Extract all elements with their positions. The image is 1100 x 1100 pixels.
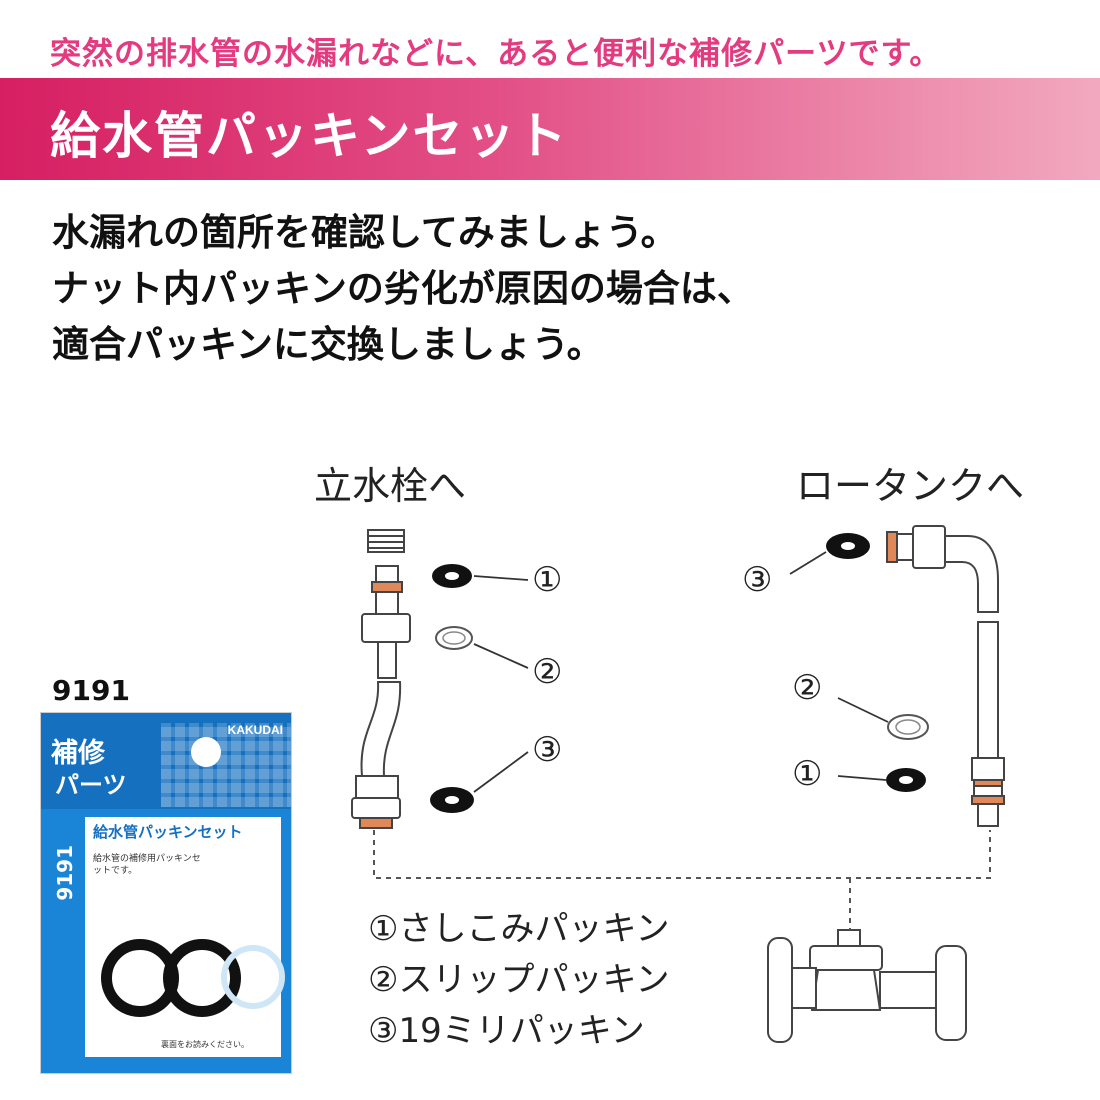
hang-hole [191, 737, 221, 767]
clear-packing-ring [221, 945, 285, 1009]
package-note: 裏面をお読みください。 [161, 1040, 249, 1049]
intro-line-2: ナット内パッキンの劣化が原因の場合は、 [52, 267, 754, 310]
title-banner: 給水管パッキンセット [0, 78, 1100, 180]
package-header: KAKUDAI 補修 パーツ [41, 713, 291, 809]
legend-item-3: ③19ミリパッキン [368, 1011, 645, 1051]
brand-logo: KAKUDAI [227, 723, 283, 737]
left-packings [430, 564, 474, 813]
badge-line-2: パーツ [55, 771, 127, 799]
page-title: 給水管パッキンセット [50, 107, 569, 165]
connection-lines [373, 830, 991, 930]
leader-lines [473, 551, 889, 793]
packing-legend: ①さしこみパッキン ②スリップパッキン ③19ミリパッキン [368, 904, 669, 1057]
marker-2-left: ② [532, 652, 563, 692]
stop-valve [767, 929, 967, 1043]
heading-tank: ロータンクへ [796, 464, 1025, 508]
product-package: KAKUDAI 補修 パーツ 9191 給水管パッキンセット 給水管の補修用パッ… [40, 712, 292, 1074]
tagline: 突然の排水管の水漏れなどに、あると便利な補修パーツです。 [50, 36, 942, 72]
marker-2-right: ② [792, 668, 823, 708]
package-code: 9191 [53, 845, 77, 901]
right-packings [826, 533, 929, 792]
left-supply-pipe [351, 529, 411, 829]
package-pattern [161, 723, 291, 807]
legend-item-1: ①さしこみパッキン [368, 909, 670, 949]
package-description: 給水管の補修用パッキンセットです。 [93, 854, 201, 876]
badge-line-1: 補修 [51, 738, 105, 769]
marker-3-right: ③ [742, 560, 773, 600]
intro-line-1: 水漏れの箇所を確認してみましょう。 [52, 211, 678, 254]
intro-line-3: 適合パッキンに交換しましょう。 [52, 323, 604, 366]
marker-1-left: ① [532, 560, 563, 600]
marker-3-left: ③ [532, 730, 563, 770]
marker-1-right: ① [792, 754, 823, 794]
right-supply-pipe [886, 525, 1005, 827]
heading-faucet: 立水栓へ [314, 464, 467, 508]
package-card [85, 817, 281, 1057]
legend-item-2: ②スリップパッキン [368, 960, 670, 1000]
intro-text: 水漏れの箇所を確認してみましょう。 ナット内パッキンの劣化が原因の場合は、 適合… [52, 205, 754, 373]
package-card-title: 給水管パッキンセット [93, 823, 243, 841]
product-id: 9191 [52, 674, 130, 707]
